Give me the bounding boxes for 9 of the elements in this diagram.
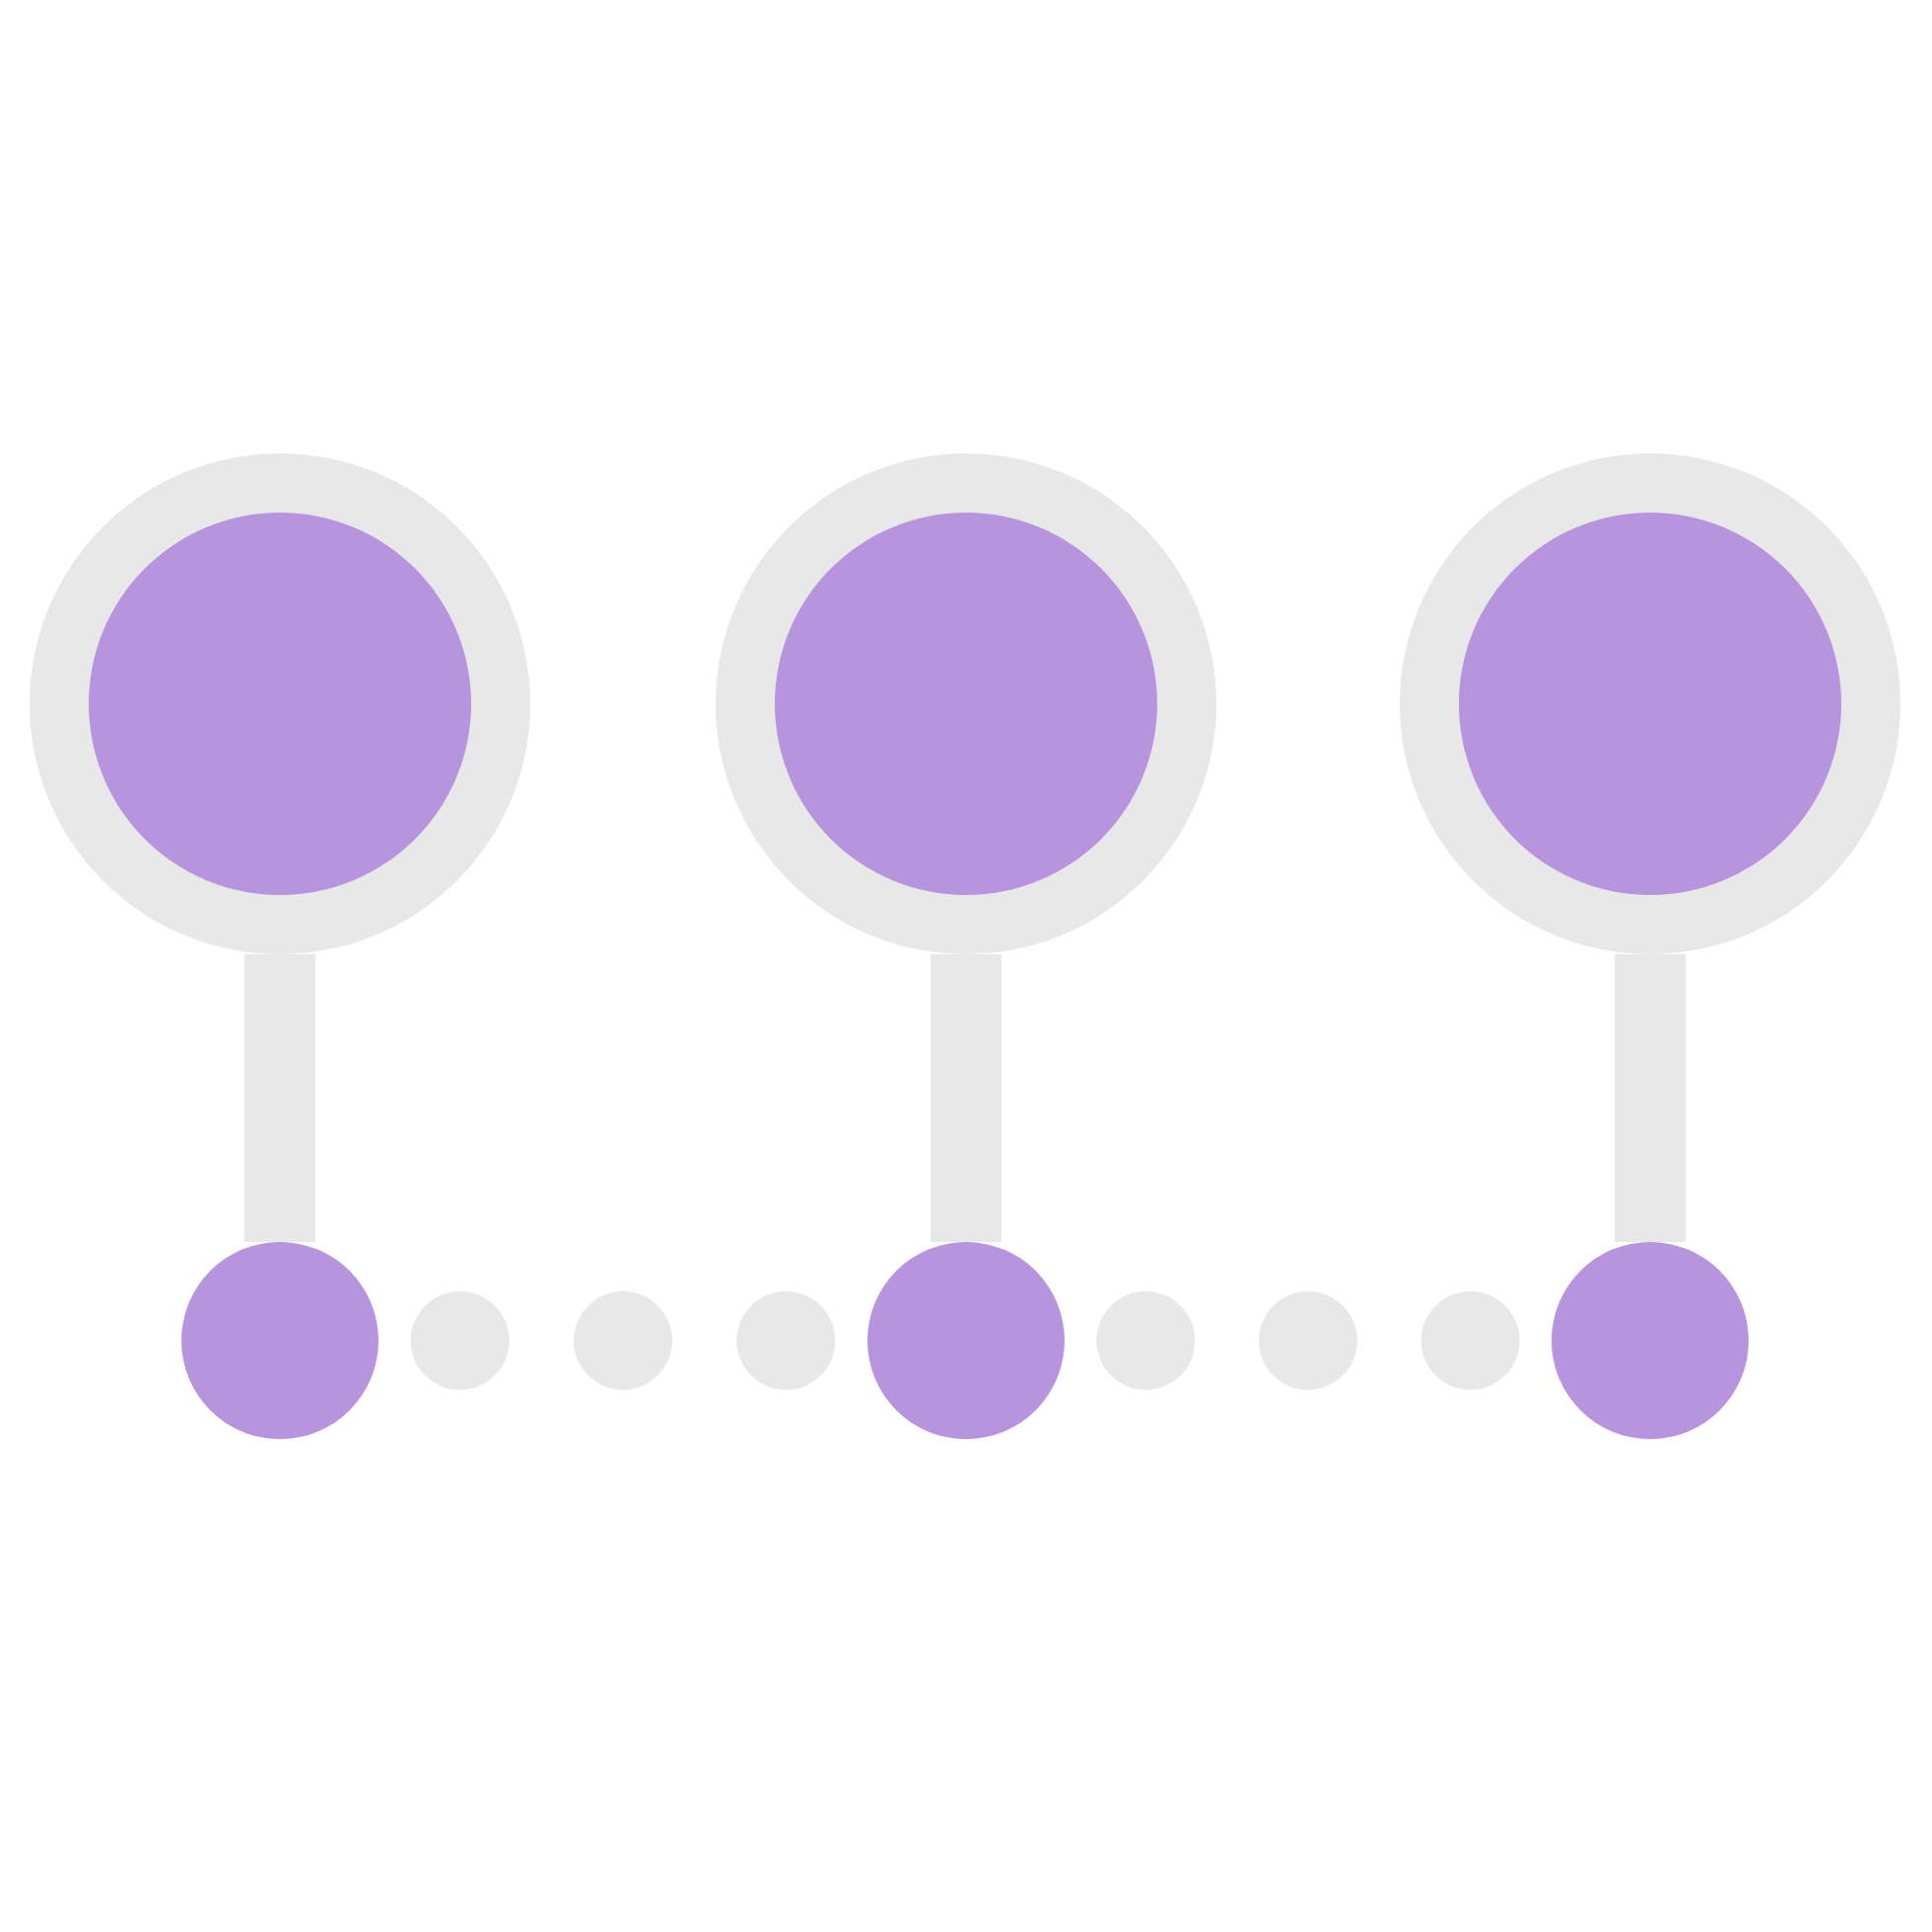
circle-marker: [1552, 1242, 1749, 1439]
connector-stem: [1615, 954, 1686, 1242]
circle-marker: [867, 1242, 1065, 1439]
ringed-circle-marker: [30, 453, 530, 954]
connector-stem: [931, 954, 1001, 1242]
ringed-circle-marker: [716, 453, 1216, 954]
circle-marker: [181, 1242, 379, 1439]
connector-stem: [244, 954, 315, 1242]
ringed-circle-marker: [1400, 453, 1900, 954]
